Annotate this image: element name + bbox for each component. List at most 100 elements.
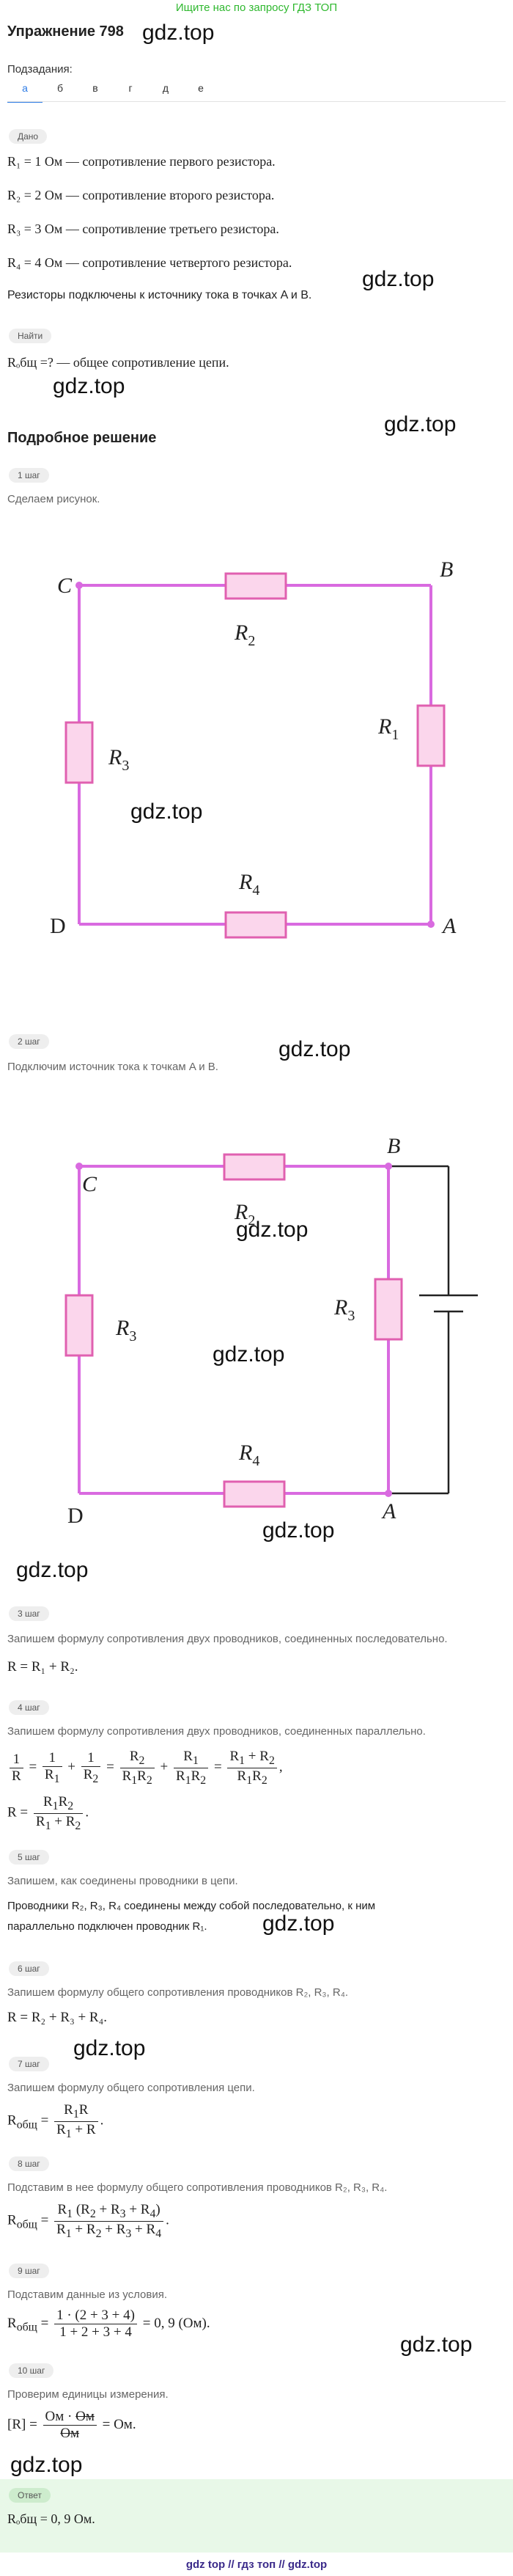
subtasks-label: Подзадания: — [7, 63, 73, 76]
connection-note: Резисторы подключены к источнику тока в … — [7, 289, 312, 301]
step-9-text: Подставим данные из условия. — [7, 2288, 168, 2301]
subtask-tabs: а б в г д е — [7, 82, 218, 103]
tab-b[interactable]: б — [56, 82, 64, 94]
watermark: gdz.top — [213, 1342, 285, 1366]
given-line-3: R₃ = 3 Ом — сопротивление третьего резис… — [7, 222, 279, 236]
r4-sub: 4 — [252, 1453, 259, 1469]
step-6-formula: R = R₂ + R₃ + R₄. — [7, 2010, 107, 2025]
step-7-text: Запишем формулу общего сопротивления цеп… — [7, 2082, 255, 2094]
resistor-r4 — [224, 911, 287, 939]
find-line: Rₒбщ =? — общее сопротивление цепи. — [7, 355, 229, 370]
step-2-text: Подключим источник тока к точкам A и B. — [7, 1061, 218, 1073]
step-5-badge: 5 шаг — [9, 1850, 49, 1865]
r4-sub: 4 — [252, 882, 259, 899]
step-10-text: Проверим единицы измерения. — [7, 2388, 169, 2401]
step-3-badge: 3 шаг — [9, 1606, 49, 1621]
r1-sub: 3 — [347, 1308, 355, 1324]
watermark: gdz.top — [362, 267, 435, 291]
r3-label: R — [108, 745, 122, 769]
resistor-r1 — [374, 1278, 403, 1341]
tab-e[interactable]: е — [198, 82, 204, 94]
svg-text:R4: R4 — [238, 1441, 259, 1469]
node-a-label: A — [441, 914, 457, 938]
node-c-label: C — [82, 1172, 97, 1196]
page-title: Упражнение 798 — [7, 23, 124, 40]
node-c-label: C — [57, 574, 73, 598]
step-9-badge: 9 шаг — [9, 2264, 49, 2278]
svg-text:R4: R4 — [238, 870, 259, 899]
watermark: gdz.top — [384, 412, 457, 436]
circuit-diagram-2: C B D A R2 R3 R3 R4 — [64, 1134, 478, 1528]
node-d-label: D — [67, 1504, 84, 1528]
watermark: gdz.top — [130, 799, 203, 824]
answer-text: Rₒбщ = 0, 9 Ом. — [7, 2511, 95, 2526]
resistor-r3 — [64, 721, 94, 784]
watermark: gdz.top — [142, 21, 215, 45]
step-5-description-2: параллельно подключен проводник R₁. — [7, 1920, 207, 1933]
r3-label: R — [115, 1316, 129, 1340]
step-6-text: Запишем формулу общего сопротивления про… — [7, 1986, 348, 1999]
svg-text:R3: R3 — [333, 1295, 355, 1324]
r4-label: R — [238, 870, 252, 894]
exercise-title: Упражнение 798 — [7, 23, 124, 40]
step-1-text: Сделаем рисунок. — [7, 493, 100, 505]
node-b-label: B — [387, 1134, 400, 1158]
r2-label: R — [234, 621, 248, 645]
svg-text:R3: R3 — [108, 745, 129, 774]
r2-label: R — [234, 1200, 248, 1224]
given-line-1: R₁ = 1 Ом — сопротивление первого резист… — [7, 154, 276, 169]
node-a-label: A — [381, 1499, 396, 1523]
footer-links[interactable]: gdz top // гдз топ // gdz.top — [185, 2558, 328, 2571]
banner-link[interactable]: Ищите нас по запросу ГДЗ ТОП — [175, 1, 338, 14]
tab-a[interactable]: а — [7, 82, 43, 103]
resistor-r2 — [223, 1153, 286, 1181]
tab-d[interactable]: д — [162, 82, 169, 94]
resistor-r3-left — [64, 1294, 94, 1357]
solution-title: Подробное решение — [7, 430, 157, 446]
watermark: gdz.top — [278, 1037, 351, 1061]
watermark: gdz.top — [262, 1911, 335, 1936]
answer-badge: Ответ — [9, 2488, 51, 2503]
r1-sub: 1 — [391, 727, 399, 743]
step-4-badge: 4 шаг — [9, 1700, 49, 1715]
node-d-label: D — [50, 914, 66, 938]
watermark: gdz.top — [73, 2036, 146, 2060]
step-1-badge: 1 шаг — [9, 468, 49, 483]
step-5-description: Проводники R₂, R₃, R₄ соединены между со… — [7, 1900, 376, 1912]
r2-sub: 2 — [248, 1212, 255, 1229]
r3-sub: 3 — [122, 758, 129, 774]
watermark: gdz.top — [53, 374, 125, 398]
r3-sub: 3 — [129, 1328, 136, 1344]
r4-label: R — [238, 1441, 252, 1465]
given-badge: Дано — [9, 129, 48, 144]
r2-sub: 2 — [248, 633, 255, 649]
given-line-2: R₂ = 2 Ом — сопротивление второго резист… — [7, 188, 275, 202]
step-2-badge: 2 шаг — [9, 1034, 49, 1049]
r1-label: R — [333, 1295, 347, 1320]
step-3-formula: R = R₁ + R₂. — [7, 1659, 78, 1675]
watermark: gdz.top — [236, 1218, 309, 1242]
resistor-r4 — [223, 1480, 286, 1508]
watermark: gdz.top — [262, 1518, 335, 1543]
resistor-r2 — [224, 572, 287, 600]
watermark: gdz.top — [16, 1558, 89, 1582]
svg-text:R2: R2 — [234, 621, 255, 649]
svg-text:R2: R2 — [234, 1200, 255, 1229]
step-8-text: Подставим в нее формулу общего сопротивл… — [7, 2181, 388, 2194]
step-3-text: Запишем формулу сопротивления двух прово… — [7, 1633, 448, 1645]
r1-label: R — [377, 714, 391, 739]
step-6-badge: 6 шаг — [9, 1961, 49, 1976]
step-8-formula: Rобщ = R1 (R2 + R3 + R4)R1 + R2 + R3 + R… — [7, 2202, 169, 2240]
tab-g[interactable]: г — [128, 82, 133, 94]
step-7-badge: 7 шаг — [9, 2057, 49, 2071]
find-badge: Найти — [9, 329, 52, 343]
step-9-formula: Rобщ = 1 · (2 + 3 + 4)1 + 2 + 3 + 4 = 0,… — [7, 2308, 210, 2340]
tab-v[interactable]: в — [92, 82, 98, 94]
svg-text:R1: R1 — [377, 714, 399, 743]
step-10-badge: 10 шаг — [9, 2363, 54, 2378]
